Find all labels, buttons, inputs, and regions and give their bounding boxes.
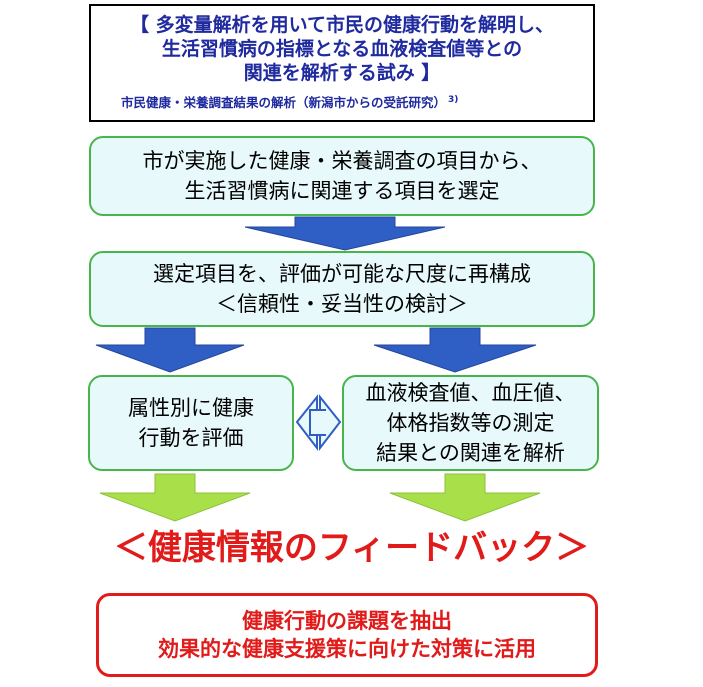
title-subtitle: 市民健康・栄養調査結果の解析（新潟市からの受託研究）3) [121, 92, 458, 111]
left-box-line-2: 行動を評価 [138, 426, 244, 450]
step1-line-1: 市が実施した健康・栄養調査の項目から、 [142, 149, 542, 173]
green-arrow-left-icon [99, 473, 251, 522]
right-box-line-2: 体格指数等の測定 [386, 411, 555, 435]
attribute-evaluation-box: 属性別に健康 行動を評価 [88, 375, 294, 471]
title-line-2: 生活習慣病の指標となる血液検査値等との [161, 38, 523, 60]
feedback-heading: ＜健康情報のフィードバック＞ [113, 528, 590, 568]
result-box: 健康行動の課題を抽出 効果的な健康支援策に向けた対策に活用 [96, 593, 598, 677]
blood-test-analysis-box: 血液検査値、血圧値、 体格指数等の測定 結果との関連を解析 [342, 375, 599, 471]
step2-box: 選定項目を、評価が可能な尺度に再構成 ＜信頼性・妥当性の検討＞ [89, 251, 595, 327]
title-line-3: 関連を解析する試み 】 [243, 62, 441, 84]
result-line-2: 効果的な健康支援策に向けた対策に活用 [158, 637, 536, 661]
green-arrow-right-icon [389, 473, 541, 522]
subtitle-reference: 3) [448, 95, 459, 105]
step2-line-1: 選定項目を、評価が可能な尺度に再構成 [153, 262, 531, 286]
title-box: 【 多変量解析を用いて市民の健康行動を解明し、 生活習慣病の指標となる血液検査値… [89, 4, 595, 122]
down-arrow-right-icon [373, 327, 537, 373]
right-box-line-1: 血液検査値、血圧値、 [365, 381, 576, 405]
subtitle-text: 市民健康・栄養調査結果の解析（新潟市からの受託研究） [121, 95, 447, 110]
step2-line-2: ＜信頼性・妥当性の検討＞ [216, 292, 468, 316]
right-box-line-3: 結果との関連を解析 [376, 441, 565, 465]
step1-box: 市が実施した健康・栄養調査の項目から、 生活習慣病に関連する項目を選定 [89, 136, 595, 216]
title-line-1: 【 多変量解析を用いて市民の健康行動を解明し、 [129, 14, 555, 36]
step1-line-2: 生活習慣病に関連する項目を選定 [184, 179, 500, 203]
left-box-line-1: 属性別に健康 [128, 396, 254, 420]
result-line-1: 健康行動の課題を抽出 [242, 609, 452, 633]
down-arrow-icon [244, 216, 446, 251]
down-arrow-left-icon [95, 327, 245, 373]
